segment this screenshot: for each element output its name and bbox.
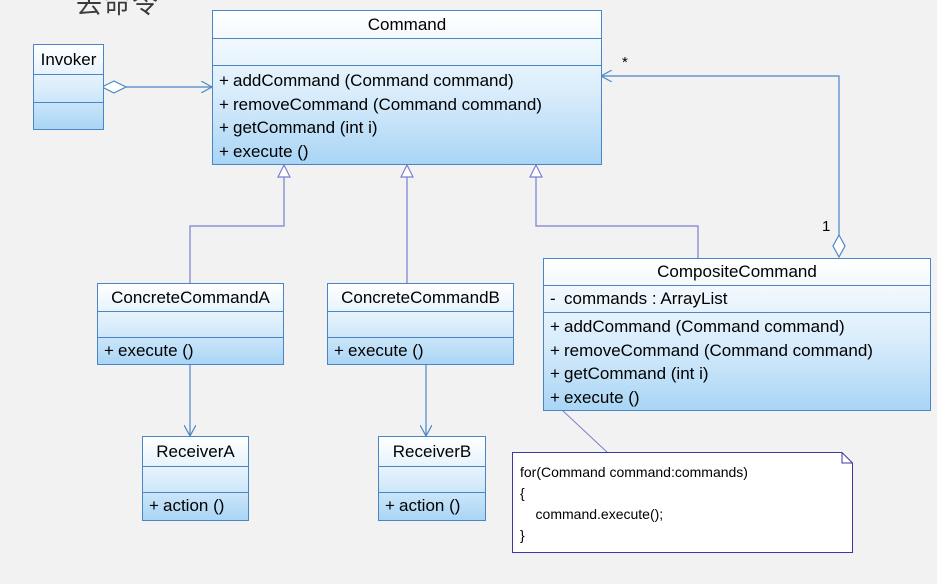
operation-row: +removeCommand (Command command): [550, 340, 873, 360]
operations-compartment: +execute (): [328, 338, 513, 363]
aggregation-line: [601, 76, 840, 235]
aggregation-diamond-composite: [832, 233, 846, 259]
class-concrete-command-b[interactable]: ConcreteCommandB +execute (): [327, 283, 514, 365]
class-receiver-a[interactable]: ReceiverA +action (): [142, 436, 249, 521]
attributes-compartment: [34, 75, 103, 103]
inheritance-triangle: [400, 163, 414, 178]
generalization-concrete-b: [400, 163, 414, 283]
operations-compartment: +addCommand (Command command) +removeCom…: [544, 313, 930, 409]
operation-row: +action (): [149, 496, 225, 515]
note-line: for(Command command:commands): [520, 464, 748, 480]
note-line: {: [520, 485, 525, 501]
class-name: CompositeCommand: [544, 259, 930, 286]
class-name: ConcreteCommandA: [98, 284, 283, 312]
note-text: for(Command command:commands) { command.e…: [520, 462, 748, 546]
operations-compartment: [34, 103, 103, 129]
note-line: command.execute();: [520, 506, 664, 522]
composite-command-aggregation: [601, 76, 846, 259]
generalization-composite: [529, 163, 699, 258]
invoker-command-association: [100, 80, 212, 94]
attribute-row: -commands : ArrayList: [550, 289, 728, 308]
operation-row: +getCommand (int i): [219, 118, 378, 137]
attributes-compartment: [328, 312, 513, 338]
operation-row: +addCommand (Command command): [219, 71, 514, 90]
attributes-compartment: -commands : ArrayList: [544, 286, 930, 313]
operations-compartment: +addCommand (Command command) +removeCom…: [213, 66, 601, 163]
note-anchor-line: [561, 409, 609, 454]
operation-row: +addCommand (Command command): [550, 317, 845, 336]
attributes-compartment: [213, 39, 601, 66]
inheritance-triangle: [529, 163, 543, 178]
note-line: }: [520, 527, 525, 543]
operation-row: +action (): [385, 496, 461, 515]
class-name: ConcreteCommandB: [328, 284, 513, 312]
operation-row: +execute (): [219, 141, 309, 161]
diagram-heading: 去命令: [76, 0, 161, 20]
multiplicity-one: 1: [822, 218, 831, 235]
class-name: Command: [213, 11, 601, 39]
operation-row: +execute (): [104, 341, 194, 360]
attributes-compartment: [379, 467, 485, 493]
multiplicity-many: *: [622, 54, 628, 71]
class-composite-command[interactable]: CompositeCommand -commands : ArrayList +…: [543, 258, 931, 411]
class-name: ReceiverB: [379, 437, 485, 467]
attributes-compartment: [98, 312, 283, 338]
class-command[interactable]: Command +addCommand (Command command) +r…: [212, 10, 602, 165]
operations-compartment: +execute (): [98, 338, 283, 363]
aggregation-diamond: [100, 80, 128, 94]
operations-compartment: +action (): [379, 493, 485, 518]
class-name: ReceiverA: [143, 437, 248, 467]
operations-compartment: +action (): [143, 493, 248, 518]
class-concrete-command-a[interactable]: ConcreteCommandA +execute (): [97, 283, 284, 365]
operation-row: +removeCommand (Command command): [219, 94, 542, 114]
class-receiver-b[interactable]: ReceiverB +action (): [378, 436, 486, 521]
attributes-compartment: [143, 467, 248, 493]
inheritance-triangle: [277, 163, 291, 178]
generalization-concrete-a: [189, 163, 291, 283]
class-invoker[interactable]: Invoker: [33, 44, 104, 130]
class-name: Invoker: [34, 45, 103, 75]
operation-row: +getCommand (int i): [550, 364, 709, 383]
note-shape: [512, 452, 853, 553]
operation-row: +execute (): [550, 387, 640, 407]
note-composite-execute[interactable]: for(Command command:commands) { command.e…: [512, 452, 853, 553]
operation-row: +execute (): [334, 341, 424, 360]
